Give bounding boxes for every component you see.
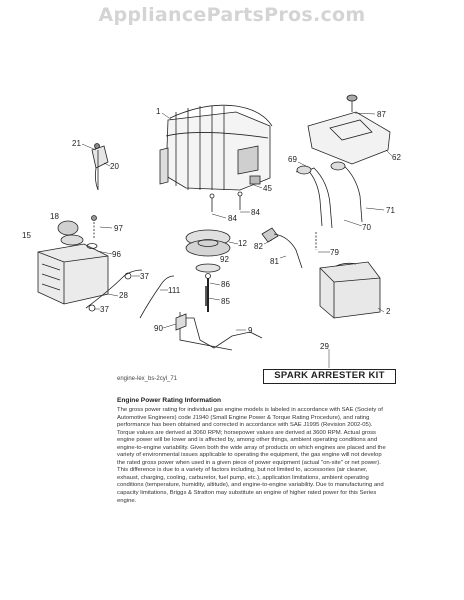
callout-45: 45 (263, 184, 272, 193)
callout-85: 85 (221, 297, 230, 306)
callout-71: 71 (386, 206, 395, 215)
callout-87: 87 (377, 110, 386, 119)
exhaust-pipes (295, 161, 363, 250)
bracket-20 (91, 143, 109, 191)
spark-plug (261, 227, 303, 269)
watermark-logo: AppliancePartsPros.com (98, 4, 366, 26)
callout-97: 97 (114, 224, 123, 233)
callout-1: 1 (156, 107, 161, 116)
callout-37-lower: 37 (100, 305, 109, 314)
engine-bolts (209, 191, 243, 212)
callout-12: 12 (238, 239, 247, 248)
callout-79: 79 (330, 248, 339, 257)
callout-111: 111 (168, 286, 181, 295)
callout-62: 62 (392, 153, 401, 162)
callout-18: 18 (50, 212, 59, 221)
pulley (185, 229, 231, 312)
callout-29: 29 (320, 342, 329, 351)
callout-90: 90 (154, 324, 163, 333)
callout-20: 20 (110, 162, 119, 171)
callout-21: 21 (72, 139, 81, 148)
callout-2: 2 (386, 307, 391, 316)
callout-9: 9 (248, 326, 253, 335)
callout-84-right: 84 (251, 208, 260, 217)
engine (159, 104, 273, 191)
callout-28: 28 (119, 291, 128, 300)
fuel-tank (37, 215, 109, 305)
callout-84-left: 84 (228, 214, 237, 223)
callout-15: 15 (22, 231, 31, 240)
bracket-90 (175, 313, 187, 331)
heat-shield (307, 94, 391, 165)
callout-70: 70 (362, 223, 371, 232)
callout-96: 96 (112, 250, 121, 259)
callout-82: 82 (254, 242, 263, 251)
engine-power-rating-section: Engine Power Rating Information The gros… (117, 397, 389, 505)
muffler (319, 261, 381, 319)
spark-arrester-kit-label: SPARK ARRESTER KIT (263, 369, 396, 384)
callout-37-upper: 37 (140, 272, 149, 281)
hose-111 (139, 275, 175, 319)
callout-92: 92 (220, 255, 229, 264)
fuel-line (85, 269, 143, 312)
figure-label: engine-lex_bs-2cyl_71 (117, 376, 178, 382)
leader-lines (81, 112, 393, 368)
callout-69: 69 (288, 155, 297, 164)
info-title: Engine Power Rating Information (117, 397, 222, 404)
callout-86: 86 (221, 280, 230, 289)
info-body: The gross power rating for individual ga… (117, 407, 386, 504)
callout-81: 81 (270, 257, 279, 266)
